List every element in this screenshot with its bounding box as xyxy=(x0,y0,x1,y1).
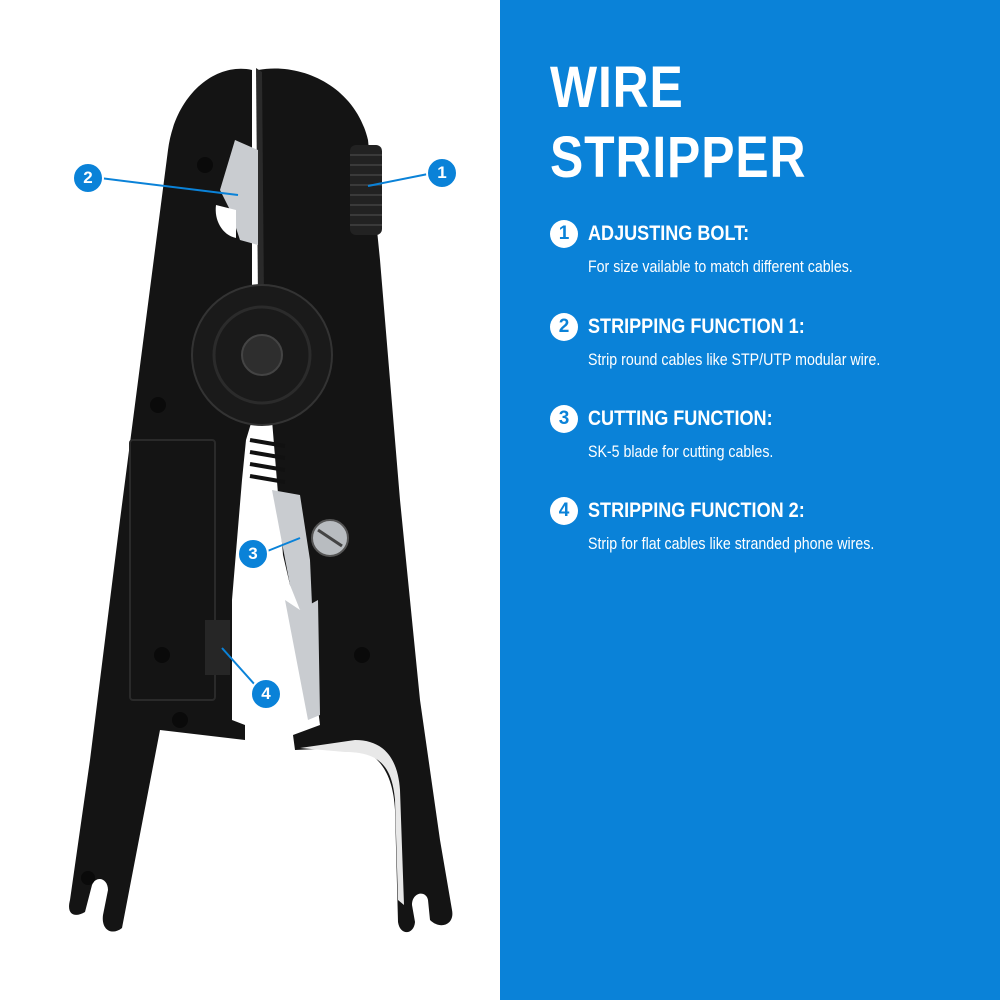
callout-badge-2: 2 xyxy=(72,162,104,194)
callout-line-4 xyxy=(221,647,257,687)
wire-stripper-tool-image xyxy=(69,68,453,933)
feature-number-badge: 3 xyxy=(550,405,578,433)
adjusting-bolt xyxy=(350,145,382,235)
feature-description: SK-5 blade for cutting cables. xyxy=(588,443,774,461)
pivot-bolt xyxy=(241,334,283,376)
lower-blade xyxy=(285,600,320,720)
info-panel: WIRE STRIPPER 1 ADJUSTING BOLT: For size… xyxy=(500,0,1000,1000)
spring xyxy=(249,438,286,484)
flat-strip-slot xyxy=(205,620,230,675)
callout-badge-4: 4 xyxy=(250,678,282,710)
callout-line-3 xyxy=(264,537,301,553)
feature-number-badge: 2 xyxy=(550,313,578,341)
feature-description: Strip for flat cables like stranded phon… xyxy=(588,535,875,553)
upper-blade xyxy=(220,140,258,245)
callout-line-2 xyxy=(99,177,239,196)
feature-title: STRIPPING FUNCTION 2: xyxy=(588,499,805,522)
feature-title: ADJUSTING BOLT: xyxy=(588,222,750,245)
callout-badge-3: 3 xyxy=(237,538,269,570)
feature-number-badge: 1 xyxy=(550,220,578,248)
callout-line-1 xyxy=(367,173,429,187)
right-handle xyxy=(258,68,453,933)
feature-description: For size vailable to match different cab… xyxy=(588,258,853,276)
cutting-blade xyxy=(272,490,312,610)
callout-badge-1: 1 xyxy=(426,157,458,189)
left-handle xyxy=(69,68,253,932)
product-photo-panel: 1 2 3 4 xyxy=(69,68,458,933)
feature-description: Strip round cables like STP/UTP modular … xyxy=(588,351,881,369)
page-title-line-2: STRIPPER xyxy=(550,125,807,190)
page-title-line-1: WIRE xyxy=(550,55,684,120)
feature-number-badge: 4 xyxy=(550,497,578,525)
feature-title: STRIPPING FUNCTION 1: xyxy=(588,315,805,338)
feature-title: CUTTING FUNCTION: xyxy=(588,407,773,430)
